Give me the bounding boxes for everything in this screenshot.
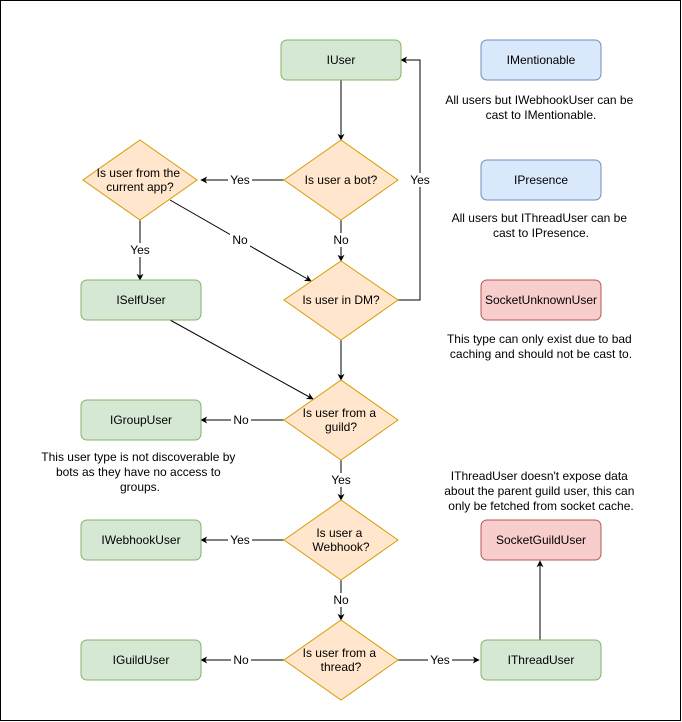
edge-label-guild-yes: Yes bbox=[331, 473, 351, 487]
edge-label-app-yes: Yes bbox=[130, 243, 150, 257]
node-socket-unknown-user[interactable]: SocketUnknownUser bbox=[480, 279, 602, 321]
decision-current-app[interactable]: Is user from the current app? bbox=[82, 139, 198, 221]
decision-in-dm-line-1: Is user in DM? bbox=[302, 293, 380, 307]
svg-text:Is user a Webhook?: Is user a Webhook? bbox=[312, 526, 369, 554]
edge-iself-to-guild bbox=[169, 319, 314, 400]
edge-labels: Yes No Yes Yes No No Yes Yes No No Yes bbox=[128, 173, 452, 667]
edge-label-dm-yes: Yes bbox=[410, 173, 430, 187]
node-ithread-user[interactable]: IThreadUser bbox=[480, 639, 602, 681]
note-socket-unknown-user: This type can only exist due to bad cach… bbox=[447, 332, 635, 361]
decision-from-guild-line-2: guild? bbox=[325, 420, 357, 434]
decision-from-guild-line-1: Is user from a bbox=[303, 406, 377, 420]
note-imentionable: All users but IWebhookUser can be cast t… bbox=[445, 93, 636, 122]
svg-text:Is user from the curre: Is user from the current app? bbox=[97, 166, 184, 194]
decision-webhook-line-2: Webhook? bbox=[312, 540, 369, 554]
node-ipresence[interactable]: IPresence bbox=[480, 159, 602, 201]
svg-text:Is user in DM?: Is user in DM? bbox=[302, 293, 380, 307]
node-iself-user[interactable]: ISelfUser bbox=[80, 279, 202, 321]
svg-text:Is user from a guild?: Is user from a guild? bbox=[303, 406, 380, 434]
decision-from-thread-line-2: thread? bbox=[321, 660, 362, 674]
svg-text:IWebhookUser: IWebhookUser bbox=[101, 533, 180, 547]
svg-text:Is user a bot?: Is user a bot? bbox=[305, 173, 378, 187]
svg-text:IUser: IUser bbox=[327, 53, 356, 67]
decision-from-guild[interactable]: Is user from a guild? bbox=[283, 379, 399, 461]
edge-label-app-no: No bbox=[232, 233, 248, 247]
svg-text:Is user from a thread?: Is user from a thread? bbox=[303, 646, 380, 674]
svg-text:ISelfUser: ISelfUser bbox=[116, 293, 165, 307]
edge-label-bot-no: No bbox=[333, 233, 349, 247]
svg-text:SocketGuildUser: SocketGuildUser bbox=[496, 533, 586, 547]
decision-is-bot-line-1: Is user a bot? bbox=[305, 173, 378, 187]
decision-current-app-line-2: current app? bbox=[106, 180, 174, 194]
note-ipresence: All users but IThreadUser can be cast to… bbox=[452, 211, 631, 240]
node-iwebhook-user[interactable]: IWebhookUser bbox=[80, 519, 202, 561]
edge-label-thread-no: No bbox=[233, 653, 249, 667]
type-nodes: IUser IMentionable IPresence SocketUnkno… bbox=[80, 39, 602, 681]
edge-label-bot-yes: Yes bbox=[230, 173, 250, 187]
svg-text:IMentionable: IMentionable bbox=[507, 53, 576, 67]
svg-text:IGroupUser: IGroupUser bbox=[110, 413, 172, 427]
edge-label-thread-yes: Yes bbox=[430, 653, 450, 667]
decision-current-app-line-1: Is user from the bbox=[97, 166, 181, 180]
node-igroup-user[interactable]: IGroupUser bbox=[80, 399, 202, 441]
edge-label-webhook-no: No bbox=[333, 593, 349, 607]
node-iuser[interactable]: IUser bbox=[280, 39, 402, 81]
edge-label-guild-no: No bbox=[233, 413, 249, 427]
svg-text:SocketUnknownUser: SocketUnknownUser bbox=[485, 293, 597, 307]
decision-in-dm[interactable]: Is user in DM? bbox=[283, 260, 399, 341]
decision-nodes: Is user a bot? Is user from the current … bbox=[82, 139, 399, 701]
note-igroup-user: This user type is not discoverable by bo… bbox=[41, 450, 238, 494]
decision-webhook-line-1: Is user a bbox=[316, 526, 362, 540]
node-imentionable[interactable]: IMentionable bbox=[480, 39, 602, 81]
node-socket-guild-user[interactable]: SocketGuildUser bbox=[480, 519, 602, 561]
node-iguild-user[interactable]: IGuildUser bbox=[80, 639, 202, 681]
decision-from-thread-line-1: Is user from a bbox=[303, 646, 377, 660]
note-ithread-user: IThreadUser doesn't expose data about th… bbox=[444, 469, 637, 513]
svg-text:IGuildUser: IGuildUser bbox=[113, 653, 170, 667]
svg-text:IPresence: IPresence bbox=[514, 173, 568, 187]
notes: All users but IWebhookUser can be cast t… bbox=[41, 93, 637, 513]
svg-text:IThreadUser: IThreadUser bbox=[508, 653, 575, 667]
decision-is-bot[interactable]: Is user a bot? bbox=[283, 139, 399, 221]
decision-webhook[interactable]: Is user a Webhook? bbox=[283, 499, 399, 581]
edge-label-webhook-yes: Yes bbox=[230, 533, 250, 547]
decision-from-thread[interactable]: Is user from a thread? bbox=[283, 619, 399, 701]
